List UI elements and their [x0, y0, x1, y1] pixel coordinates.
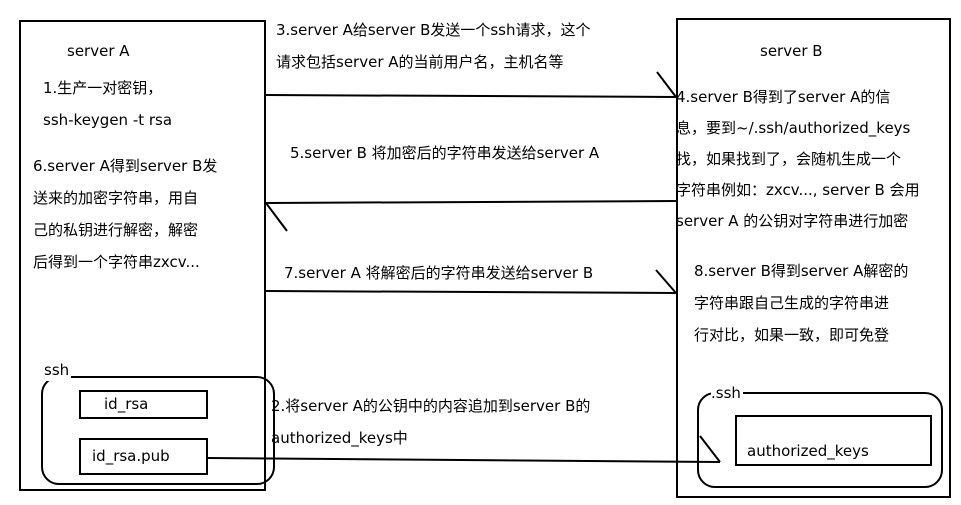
id-rsa-pub-file [79, 438, 208, 475]
server-b-ssh-label: .ssh [711, 382, 743, 404]
authorized-keys-label: authorized_keys [747, 442, 869, 460]
message-step2: 2.将server A的公钥中的内容追加到server B的 authorize… [271, 397, 591, 447]
server-a-ssh-label: ssh [44, 359, 72, 381]
arrow-step2 [207, 435, 721, 463]
server-b-step4: 4.server B得到了server A的信 息，要到~/.ssh/autho… [676, 88, 920, 230]
server-b-title: server B [760, 42, 823, 60]
id-rsa-label: id_rsa [104, 395, 149, 413]
arrow-step3 [265, 71, 677, 98]
server-a-step6: 6.server A得到server B发 送来的加密字符串，用自 己的私钥进行… [33, 157, 218, 271]
message-step7: 7.server A 将解密后的字符串发送给server B [284, 264, 594, 282]
server-a-ssh-folder [41, 376, 275, 485]
id-rsa-pub-label: id_rsa.pub [92, 447, 170, 465]
server-a-step1: 1.生产一对密钥， ssh-keygen -t rsa [43, 79, 173, 129]
arrow-step7 [265, 269, 677, 294]
authorized-keys-file [735, 415, 932, 466]
server-b-step8: 8.server B得到server A解密的 字符串跟自己生成的字符串进 行对… [694, 262, 909, 344]
server-b-ssh-folder [697, 392, 943, 488]
server-a-title: server A [67, 42, 130, 60]
arrow-step5 [265, 200, 677, 232]
server-a-box [19, 20, 266, 491]
id-rsa-file [79, 390, 208, 419]
message-step5: 5.server B 将加密后的字符串发送给server A [290, 144, 600, 162]
server-b-box [676, 18, 951, 498]
message-step3: 3.server A给server B发送一个ssh请求，这个 请求包括serv… [276, 21, 591, 71]
